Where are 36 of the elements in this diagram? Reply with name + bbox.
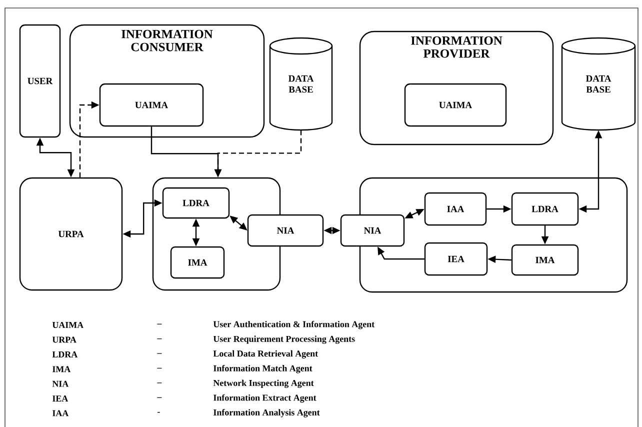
agent-box: LDRA: [162, 187, 230, 219]
database-cylinder: DATA BASE: [561, 37, 636, 131]
database-cylinder: DATA BASE: [269, 37, 333, 131]
agent-box: UAIMA: [404, 83, 507, 127]
agent-box: IEA: [424, 242, 488, 276]
dash: –: [157, 397, 162, 398]
user-box: USER: [19, 24, 61, 138]
agent-box: UAIMA: [99, 83, 204, 127]
definition: Local Data Retrieval Agent: [213, 350, 318, 358]
abbreviation: IAA: [52, 410, 69, 416]
abbreviation: URPA: [52, 336, 76, 343]
abbreviation: LDRA: [52, 351, 78, 358]
node-label: DATA BASE: [586, 75, 612, 93]
definition: User Requirement Processing Agents: [213, 336, 355, 344]
abbreviation: IMA: [52, 366, 71, 372]
definition: Information Match Agent: [214, 364, 312, 374]
agent-box: URPA: [19, 177, 123, 291]
agent-box: IMA: [170, 246, 225, 279]
agent-box: LDRA: [511, 192, 579, 226]
abbreviation: IEA: [52, 396, 68, 402]
dash: -: [158, 412, 160, 413]
agent-box: NIA: [247, 214, 324, 247]
definition: Network Inspecting Agent: [213, 380, 314, 388]
agent-box: IMA: [511, 244, 579, 276]
agent-box: IAA: [424, 192, 487, 226]
agent-box: NIA: [340, 214, 405, 247]
dash: –: [157, 353, 162, 354]
dash: –: [157, 368, 162, 369]
abbreviation: UAIMA: [52, 322, 84, 328]
abbreviation: NIA: [52, 380, 69, 387]
definition: Information Extract Agent: [214, 394, 316, 403]
node-label: DATA BASE: [288, 75, 314, 93]
definition: Information Analysis Agent: [214, 409, 320, 418]
dash: –: [157, 382, 162, 384]
dash: –: [157, 338, 162, 340]
definition: User Authentication & Information Agent: [213, 320, 375, 330]
